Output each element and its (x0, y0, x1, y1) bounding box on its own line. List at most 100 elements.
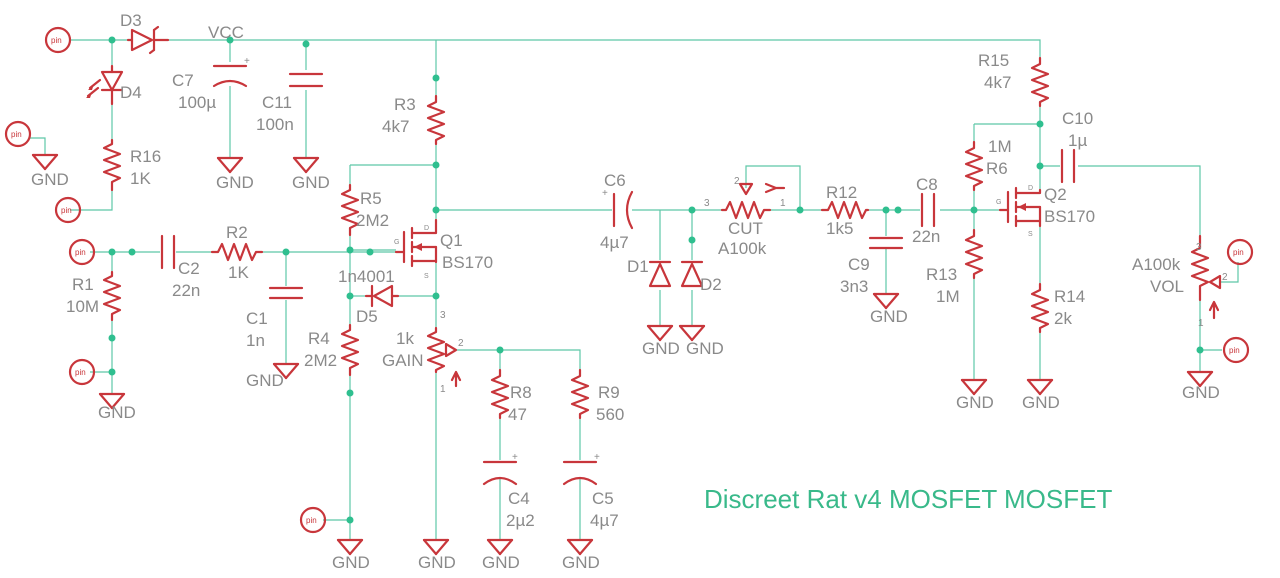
capacitor-c4: + C4 2µ2 (482, 452, 535, 530)
svg-text:C9: C9 (848, 255, 870, 274)
svg-text:GND: GND (482, 553, 520, 572)
svg-text:GND: GND (216, 173, 254, 192)
capacitor-c10: C10 1µ (1060, 109, 1093, 184)
svg-text:C6: C6 (604, 171, 626, 190)
svg-text:4µ7: 4µ7 (590, 511, 619, 530)
svg-text:22n: 22n (912, 227, 940, 246)
svg-text:pin: pin (61, 206, 72, 215)
wires (30, 39, 1239, 540)
resistor-r12: R12 1k5 (820, 183, 870, 238)
svg-text:100µ: 100µ (178, 93, 216, 112)
svg-text:1: 1 (780, 198, 786, 209)
svg-text:GND: GND (418, 553, 456, 572)
resistor-r6: 1M R6 (964, 137, 1012, 192)
svg-text:C8: C8 (916, 175, 938, 194)
svg-text:R5: R5 (360, 189, 382, 208)
svg-text:S: S (1028, 231, 1033, 238)
svg-text:4µ7: 4µ7 (600, 233, 629, 252)
svg-text:+: + (602, 188, 608, 199)
potentiometer-vol: A100k VOL 3 2 1 (1132, 234, 1228, 329)
diode-d2: D2 (680, 260, 722, 294)
svg-text:R6: R6 (986, 159, 1008, 178)
svg-text:1n: 1n (246, 331, 265, 350)
svg-text:R15: R15 (978, 51, 1009, 70)
svg-text:R8: R8 (510, 383, 532, 402)
svg-text:4k7: 4k7 (984, 73, 1011, 92)
svg-text:pin: pin (306, 516, 317, 525)
svg-text:1: 1 (440, 384, 446, 395)
capacitor-c5: + C5 4µ7 (562, 452, 619, 530)
svg-text:2: 2 (734, 176, 740, 187)
svg-text:GND: GND (98, 403, 136, 422)
svg-text:C1: C1 (246, 309, 268, 328)
svg-text:GND: GND (642, 339, 680, 358)
pin-connectors: pin pin pin pin pin pin pin pin (4, 26, 1254, 534)
svg-text:2k: 2k (1054, 309, 1072, 328)
svg-text:GND: GND (956, 393, 994, 412)
svg-text:R13: R13 (926, 265, 957, 284)
svg-text:pin: pin (11, 130, 22, 139)
svg-text:1: 1 (1198, 318, 1204, 329)
svg-text:D: D (424, 225, 429, 232)
svg-text:pin: pin (1229, 346, 1240, 355)
svg-text:1µ: 1µ (1068, 131, 1087, 150)
capacitor-c6: + C6 4µ7 (600, 171, 634, 252)
svg-text:D3: D3 (120, 11, 142, 30)
svg-text:CUT: CUT (728, 219, 763, 238)
svg-text:C11: C11 (262, 93, 292, 112)
svg-text:2: 2 (1222, 272, 1228, 283)
resistor-r16: R16 1K (102, 138, 161, 192)
resistor-r1: R1 10M (66, 270, 122, 322)
svg-text:pin: pin (51, 36, 62, 45)
svg-text:R12: R12 (826, 183, 857, 202)
svg-text:GND: GND (1022, 393, 1060, 412)
capacitor-c2: C2 22n (160, 234, 200, 300)
svg-text:1K: 1K (130, 169, 151, 188)
svg-text:D2: D2 (700, 275, 722, 294)
resistor-r8: R8 47 (490, 368, 532, 424)
svg-text:GAIN: GAIN (382, 351, 424, 370)
svg-text:D5: D5 (356, 307, 378, 326)
pin-power: pin (44, 26, 72, 54)
pin-input-ground: pin (68, 358, 96, 386)
ground-symbols: GND GND GND GND GND GND GND GND GND GND … (31, 153, 1220, 572)
capacitor-c8: C8 22n (912, 175, 940, 246)
svg-text:C10: C10 (1062, 109, 1093, 128)
svg-text:R2: R2 (226, 223, 248, 242)
svg-text:D: D (1028, 185, 1033, 192)
svg-text:1k: 1k (396, 329, 414, 348)
svg-text:3: 3 (704, 198, 710, 209)
svg-text:Q1: Q1 (440, 231, 463, 250)
svg-text:3: 3 (440, 310, 446, 321)
resistor-r13: R13 1M (926, 228, 984, 306)
pin-input: pin (68, 238, 96, 266)
svg-text:10M: 10M (66, 297, 99, 316)
junction-dots (108, 36, 1204, 524)
svg-text:R16: R16 (130, 147, 161, 166)
diode-d5: 1n4001 D5 (338, 267, 400, 326)
pin-output-ground: pin (1222, 336, 1250, 364)
svg-text:GND: GND (246, 371, 284, 390)
svg-text:1n4001: 1n4001 (338, 267, 395, 286)
svg-text:A100k: A100k (718, 239, 767, 258)
svg-text:1M: 1M (936, 287, 960, 306)
svg-text:3n3: 3n3 (840, 277, 868, 296)
svg-text:1K: 1K (228, 263, 249, 282)
svg-text:BS170: BS170 (1044, 207, 1095, 226)
svg-text:C4: C4 (508, 489, 530, 508)
resistor-r9: R9 560 (570, 368, 624, 424)
pin-output: pin (1226, 238, 1254, 266)
capacitor-c11: C11 100n (256, 72, 324, 134)
diode-d1: D1 (627, 257, 672, 288)
resistor-r2: R2 1K (210, 223, 264, 282)
svg-text:C2: C2 (178, 259, 200, 278)
pin-bias: pin (299, 506, 327, 534)
diode-d3: D3 (120, 11, 170, 55)
svg-text:D1: D1 (627, 257, 649, 276)
svg-text:R4: R4 (308, 329, 330, 348)
potentiometer-gain: 1k GAIN 3 2 1 (382, 310, 464, 395)
svg-text:R1: R1 (72, 275, 94, 294)
svg-text:G: G (394, 239, 399, 246)
svg-text:GND: GND (31, 170, 69, 189)
svg-text:pin: pin (1233, 248, 1244, 257)
